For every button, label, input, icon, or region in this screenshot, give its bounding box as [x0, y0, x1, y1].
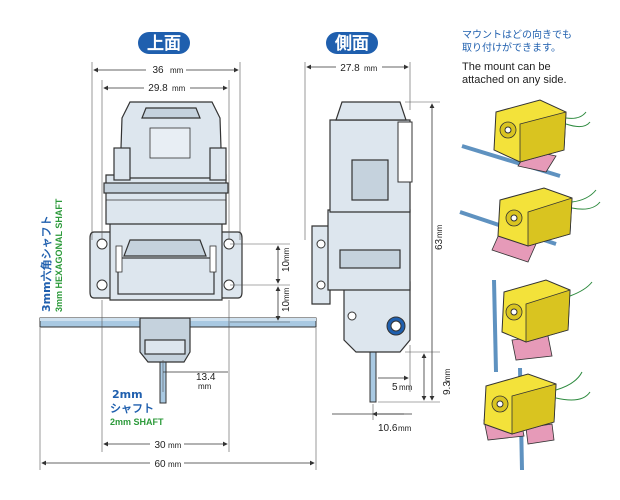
hex-shaft-label-en: 3mm HEXAGONAL SHAFT [54, 198, 64, 312]
dim-30: 30 [154, 440, 166, 451]
note-jp-line1: マウントはどの向きでも [462, 28, 572, 41]
dim-30-unit: mm [168, 441, 182, 450]
dim-36: 36 [152, 65, 164, 76]
top-view-title: 上面 [147, 34, 181, 54]
mount-note: マウントはどの向きでも 取り付けができます。 The mount can be … [462, 28, 572, 86]
mount-illustration-4 [483, 367, 591, 471]
dim-29-8-unit: mm [172, 84, 186, 93]
dim-63-unit: mm [435, 224, 444, 238]
note-jp-line2: 取り付けができます。 [462, 41, 561, 54]
dim-13-4: 13.4 [196, 372, 216, 383]
top-view-drawing [39, 101, 317, 404]
shaft-2mm-label-top: 2mm [112, 388, 143, 401]
shaft-2mm-label-en: 2mm SHAFT [110, 417, 164, 427]
dim-10-6-unit: mm [398, 424, 412, 433]
dim-10-6: 10.6 [378, 423, 398, 434]
side-shaft [369, 351, 377, 403]
top-view-title-badge: 上面 [138, 32, 190, 54]
mount-illustration-3 [492, 279, 593, 373]
hex-shaft-label: 3mm六角シャフト 3mm HEXAGONAL SHAFT [39, 198, 64, 312]
shaft-2mm-label: 2mm シャフト 2mm SHAFT [110, 388, 164, 427]
mount-illustration-1 [461, 99, 591, 178]
top-view-dimensions: 36 mm 29.8 mm 10 mm 10 mm 13.4 mm 30 mm [39, 62, 317, 470]
dim-60: 60 [154, 459, 166, 470]
mount-illustration-2 [459, 187, 601, 263]
note-en-line2: attached on any side. [462, 74, 567, 86]
dim-10-b: 10 [281, 300, 292, 312]
dim-9-3: 9.3 [442, 381, 453, 395]
side-view-title-badge: 側面 [326, 32, 378, 54]
dim-5: 5 [392, 382, 398, 393]
dim-63: 63 [434, 238, 445, 250]
dim-10-a: 10 [281, 260, 292, 272]
hex-shaft-label-jp: 3mm六角シャフト [39, 215, 53, 312]
shaft-2mm-label-jp: シャフト [110, 402, 154, 415]
dim-9-3-unit: mm [443, 368, 452, 382]
dim-13-4-unit: mm [198, 382, 212, 391]
dim-36-unit: mm [170, 66, 184, 75]
dim-27-8-unit: mm [364, 64, 378, 73]
side-view-drawing [311, 101, 413, 403]
dim-60-unit: mm [168, 460, 182, 469]
dim-10-a-unit: mm [282, 247, 291, 261]
side-view-title: 側面 [334, 33, 369, 54]
dim-10-b-unit: mm [282, 287, 291, 301]
note-en-line1: The mount can be [462, 61, 551, 73]
dim-5-unit: mm [399, 383, 413, 392]
side-view-dimensions: 27.8 mm 63 mm 9.3 mm 5 mm 10.6 mm [304, 60, 453, 434]
dim-29-8: 29.8 [148, 83, 168, 94]
dim-27-8: 27.8 [340, 63, 360, 74]
